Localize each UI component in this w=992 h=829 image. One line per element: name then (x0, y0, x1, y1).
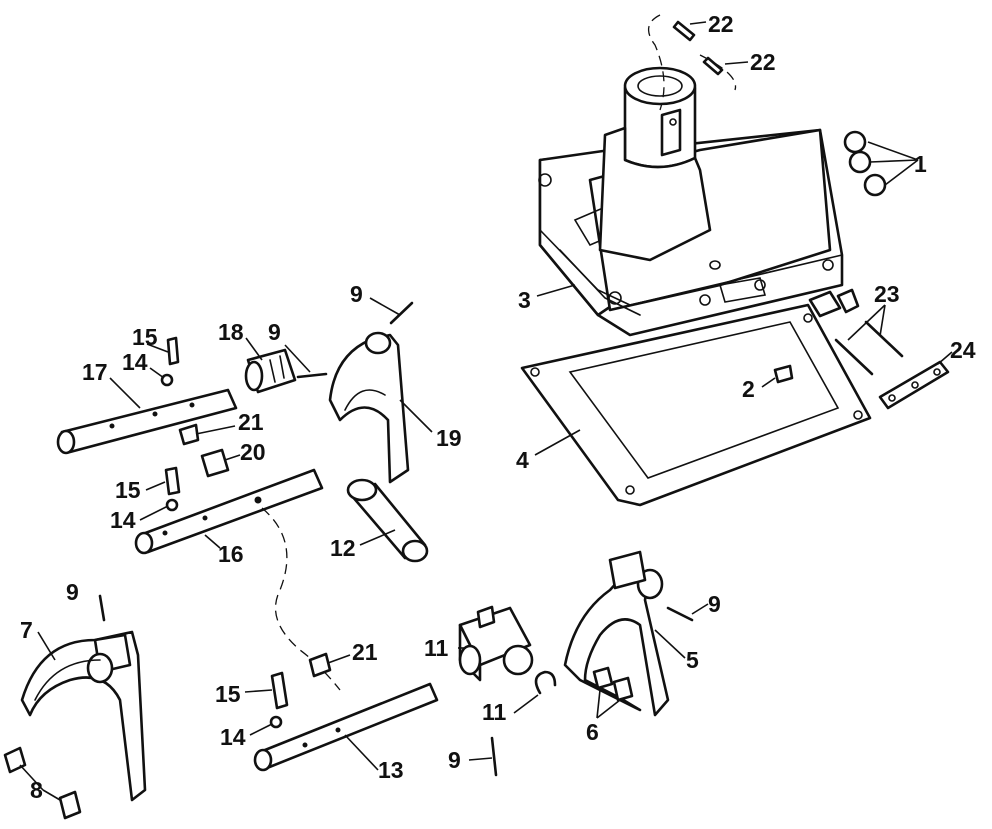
callout-14a: 14 (122, 349, 148, 375)
callout-labels: 22 22 1 3 23 24 2 4 9 9 19 18 15 14 17 2… (20, 11, 976, 803)
snap-ring (534, 670, 557, 695)
callout-21a: 21 (238, 409, 264, 435)
callout-5: 5 (686, 647, 699, 673)
cover-gasket (520, 303, 872, 507)
retainer-plate (878, 360, 950, 410)
spring-ball-upper (160, 336, 180, 387)
interlock-pin-21-lower (308, 652, 332, 678)
callout-11a: 11 (424, 635, 449, 661)
pin-20 (200, 448, 230, 478)
callout-15c: 15 (215, 681, 241, 707)
callout-16: 16 (218, 541, 244, 567)
shift-rail-13 (253, 682, 439, 772)
shift-rail-17 (56, 388, 238, 455)
spring-ball-lower (269, 671, 289, 729)
callout-19: 19 (436, 425, 462, 451)
callout-21b: 21 (352, 639, 378, 665)
shift-block-18 (244, 348, 297, 394)
pivot-pin-12 (346, 478, 429, 563)
callout-9d: 9 (448, 747, 461, 773)
callout-17: 17 (82, 359, 108, 385)
shift-fork-7 (20, 594, 147, 802)
callout-6: 6 (586, 719, 599, 745)
roll-pin-lower (490, 736, 498, 777)
callout-7: 7 (20, 617, 33, 643)
callout-20: 20 (240, 439, 266, 465)
callout-9c: 9 (66, 579, 79, 605)
callout-15a: 15 (132, 324, 158, 350)
callout-9b: 9 (268, 319, 281, 345)
callout-3: 3 (518, 287, 531, 313)
fork-pads-6 (592, 666, 634, 702)
callout-8: 8 (30, 777, 43, 803)
expansion-plugs (843, 130, 887, 197)
roll-pins-upper (296, 301, 414, 379)
callout-22a: 22 (708, 11, 734, 37)
shift-fork-19 (328, 331, 410, 484)
callout-9a: 9 (350, 281, 363, 307)
callout-9e: 9 (708, 591, 721, 617)
callout-15b: 15 (115, 477, 141, 503)
shift-rail-16 (134, 468, 324, 555)
spring-ball-middle (164, 466, 181, 512)
callout-24: 24 (950, 337, 976, 363)
callout-11b: 11 (482, 699, 507, 725)
interlock-springs (834, 320, 904, 376)
callout-2: 2 (742, 376, 755, 402)
dowel-pin (773, 364, 794, 384)
callout-4: 4 (516, 447, 529, 473)
top-bolts (648, 14, 737, 111)
callout-13: 13 (378, 757, 404, 783)
shift-block-11 (458, 605, 534, 682)
interlock-pin-21-upper (178, 423, 200, 446)
callout-23: 23 (874, 281, 900, 307)
shift-fork-5 (563, 550, 694, 717)
callout-22b: 22 (750, 49, 776, 75)
callout-18: 18 (218, 319, 244, 345)
housing-tower (598, 66, 712, 262)
leader-lines (19, 21, 953, 801)
callout-12: 12 (330, 535, 356, 561)
callout-14b: 14 (110, 507, 136, 533)
callout-14c: 14 (220, 724, 246, 750)
callout-1: 1 (914, 151, 927, 177)
